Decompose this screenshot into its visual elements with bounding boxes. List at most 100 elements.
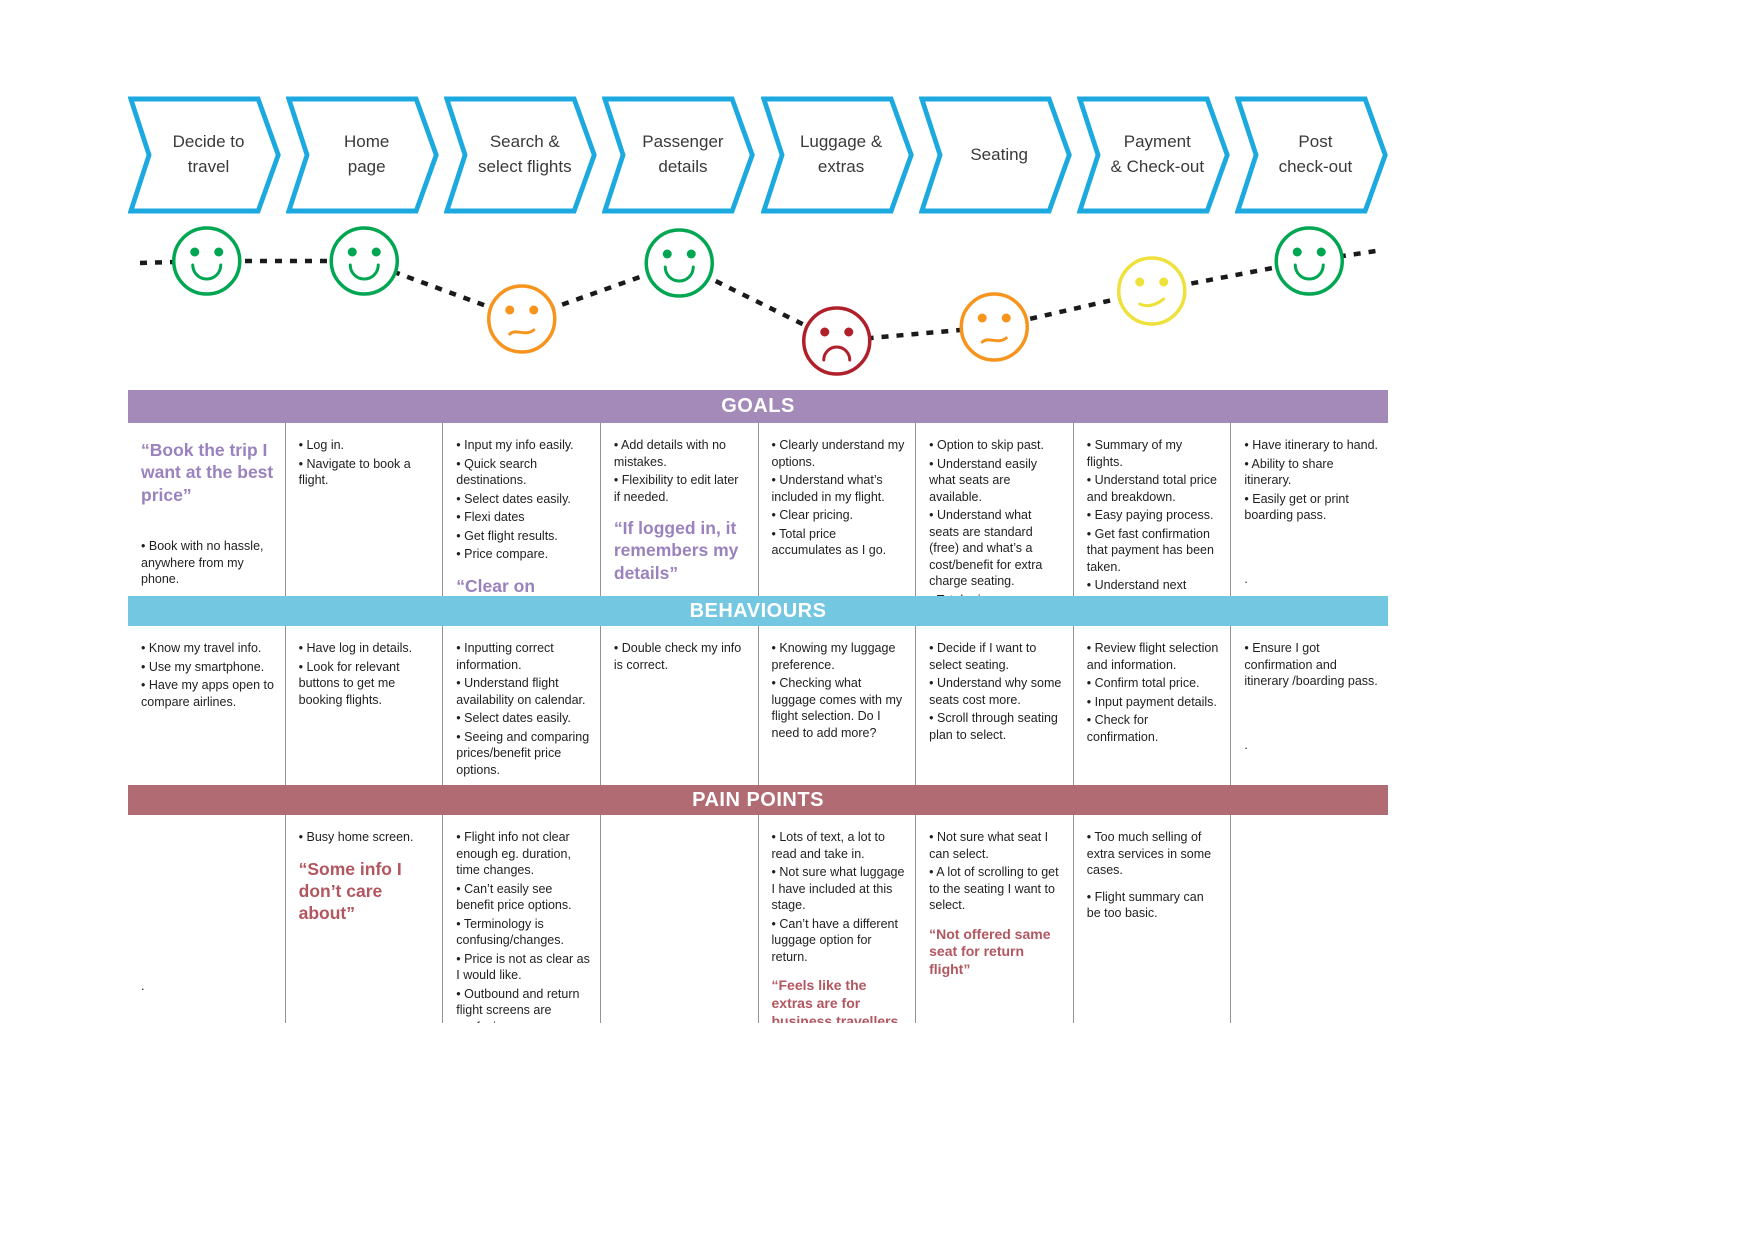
stage-label: Passenger details bbox=[642, 132, 724, 176]
behaviours-col-2: Have log in details.Look for relevant bu… bbox=[286, 626, 444, 785]
bullet-item: Flight summary can be too basic. bbox=[1087, 889, 1221, 922]
face-happy-icon bbox=[172, 226, 242, 296]
bullet-item: Seeing and comparing prices/benefit pric… bbox=[456, 729, 590, 779]
pain-points-title: PAIN POINTS bbox=[692, 788, 824, 811]
bullet-item: Easy paying process. bbox=[1087, 507, 1221, 524]
customer-quote: “Feels like the extras are for business … bbox=[771, 977, 899, 1023]
stage-label: Decide to travel bbox=[172, 132, 245, 176]
bullet-item: Look for relevant buttons to get me book… bbox=[299, 659, 433, 709]
bullet-item: Can’t have a different luggage option fo… bbox=[772, 916, 906, 966]
face-neutral-icon bbox=[1117, 256, 1187, 326]
bullet-group: Have itinerary to hand. Ability to share … bbox=[1244, 437, 1378, 524]
bullet-item: Outbound and return flight screens are c… bbox=[456, 986, 590, 1024]
customer-quote: “Not offered same seat for return flight… bbox=[929, 925, 1051, 978]
bullet-item: Understand what seats are standard (free… bbox=[929, 507, 1063, 590]
chevron-arrow-icon bbox=[444, 96, 598, 214]
customer-quote: “If logged in, it remembers my details” bbox=[613, 518, 739, 583]
bullet-item: A lot of scrolling to get to the seating… bbox=[929, 864, 1063, 914]
bullet-group: Clearly understand my options.Understand… bbox=[772, 437, 906, 559]
stage-chevron-1: Decide to travel bbox=[128, 96, 281, 214]
behaviours-col-5: Knowing my luggage preference.Checking w… bbox=[759, 626, 917, 785]
pain-points-section-header: PAIN POINTS bbox=[128, 785, 1388, 815]
goals-col-5: Clearly understand my options.Understand… bbox=[759, 423, 917, 596]
bullet-item: Quick search destinations. bbox=[456, 456, 590, 489]
bullet-item: Ensure I got confirmation and itinerary … bbox=[1244, 640, 1378, 690]
bullet-item: Select dates easily. bbox=[456, 710, 590, 727]
goals-col-4: Add details with no mistakes.Flexibility… bbox=[601, 423, 759, 596]
stage-label: Payment & Check-out bbox=[1110, 132, 1205, 176]
bullet-item: Flexibility to edit later if needed. bbox=[614, 472, 748, 505]
goals-col-1: “Book the trip I want at the best price”… bbox=[128, 423, 286, 596]
behaviours-col-8: Ensure I got confirmation and itinerary … bbox=[1231, 626, 1388, 785]
behaviours-row: Know my travel info.Use my smartphone.Ha… bbox=[128, 626, 1388, 785]
bullet-item: Understand next steps. bbox=[1087, 577, 1221, 596]
bullet-item: Price is not as clear as I would like. bbox=[456, 951, 590, 984]
bullet-item: Not sure what luggage I have included at… bbox=[772, 864, 906, 914]
bullet-group: Add details with no mistakes.Flexibility… bbox=[614, 437, 748, 505]
customer-quote: “Book the trip I want at the best price” bbox=[141, 440, 274, 505]
pain-points-row: . Busy home screen.“Some info I don’t car… bbox=[128, 815, 1388, 1023]
stage-chevron-6: Seating bbox=[918, 96, 1072, 214]
bullet-item: Understand why some seats cost more. bbox=[929, 675, 1063, 708]
bullet-item: Understand flight availability on calend… bbox=[456, 675, 590, 708]
bullet-group: Flight info not clear enough eg. duratio… bbox=[456, 829, 590, 1023]
emotion-dotted-line bbox=[139, 248, 1377, 344]
bullet-item: Checking what luggage comes with my flig… bbox=[772, 675, 906, 741]
bullet-item: Input payment details. bbox=[1087, 694, 1221, 711]
goals-row: “Book the trip I want at the best price”… bbox=[128, 423, 1388, 596]
customer-quote: “Clear on price” bbox=[456, 575, 536, 596]
bullet-group: Book with no hassle, anywhere from my ph… bbox=[141, 538, 275, 588]
stage-chevron-3: Search & select flights bbox=[444, 96, 598, 214]
goals-col-7: Summary of my flights.Understand total p… bbox=[1074, 423, 1232, 596]
stage-label: Home page bbox=[344, 132, 390, 176]
pain_points-col-2: Busy home screen.“Some info I don’t care… bbox=[286, 815, 444, 1023]
journey-stages: Decide to travel Home page Search & select… bbox=[128, 96, 1388, 214]
stage-chevron-8: Post check-out bbox=[1234, 96, 1388, 214]
bullet-item: Check for confirmation. bbox=[1087, 712, 1221, 745]
bullet-item: Add details with no mistakes. bbox=[614, 437, 748, 470]
bullet-group: Knowing my luggage preference.Checking w… bbox=[772, 640, 906, 741]
bullet-item: Have my apps open to compare airlines. bbox=[141, 677, 275, 710]
bullet-item: Flexi dates bbox=[456, 509, 590, 526]
stage-chevron-7: Payment & Check-out bbox=[1076, 96, 1230, 214]
text-note: . bbox=[141, 979, 145, 993]
bullet-group: Inputting correct information.Understand… bbox=[456, 640, 590, 778]
behaviours-col-3: Inputting correct information.Understand… bbox=[443, 626, 601, 785]
emotion-curve bbox=[139, 226, 1377, 376]
bullet-group: Know my travel info.Use my smartphone.Ha… bbox=[141, 640, 275, 710]
bullet-item: Total price accumulates as I go. bbox=[772, 526, 906, 559]
bullet-group: Log in.Navigate to book a flight. bbox=[299, 437, 433, 489]
stage-label: Luggage & extras bbox=[799, 132, 883, 176]
stage-chevron-5: Luggage & extras bbox=[760, 96, 914, 214]
bullet-item: Knowing my luggage preference. bbox=[772, 640, 906, 673]
pain_points-col-8 bbox=[1231, 815, 1388, 1023]
bullet-item: Decide if I want to select seating. bbox=[929, 640, 1063, 673]
stage-chevron-4: Passenger details bbox=[602, 96, 756, 214]
text-note: . bbox=[1244, 571, 1248, 586]
stage-label: Search & select flights bbox=[478, 132, 572, 176]
pain_points-col-1: . bbox=[128, 815, 286, 1023]
bullet-item: Inputting correct information. bbox=[456, 640, 590, 673]
pain_points-col-7: Too much selling of extra services in so… bbox=[1074, 815, 1232, 1023]
bullet-item: Understand easily what seats are availab… bbox=[929, 456, 1063, 506]
bullet-item: Get flight results. bbox=[456, 528, 590, 545]
pain_points-col-4 bbox=[601, 815, 759, 1023]
behaviours-col-7: Review flight selection and information.… bbox=[1074, 626, 1232, 785]
face-unsure-icon bbox=[959, 292, 1029, 362]
face-happy-icon bbox=[644, 228, 714, 298]
bullet-group: Option to skip past.Understand easily wh… bbox=[929, 437, 1063, 596]
pain_points-col-3: Flight info not clear enough eg. duratio… bbox=[443, 815, 601, 1023]
bullet-item: Know my travel info. bbox=[141, 640, 275, 657]
bullet-group: Input my info easily. Quick search destin… bbox=[456, 437, 590, 563]
bullet-item: Input my info easily. bbox=[456, 437, 590, 454]
bullet-item: Have itinerary to hand. bbox=[1244, 437, 1378, 454]
bullet-item: Book with no hassle, anywhere from my ph… bbox=[141, 538, 275, 588]
chevron-arrow-icon bbox=[286, 96, 439, 214]
goals-col-8: Have itinerary to hand. Ability to share … bbox=[1231, 423, 1388, 596]
stage-label: Seating bbox=[970, 144, 1029, 164]
bullet-item: Total price accumulates as I go. bbox=[929, 592, 1063, 597]
bullet-item: Double check my info is correct. bbox=[614, 640, 748, 673]
bullet-item: Confirm total price. bbox=[1087, 675, 1221, 692]
bullet-item: Too much selling of extra services in so… bbox=[1087, 829, 1221, 879]
bullet-item: Ability to share itinerary. bbox=[1244, 456, 1378, 489]
